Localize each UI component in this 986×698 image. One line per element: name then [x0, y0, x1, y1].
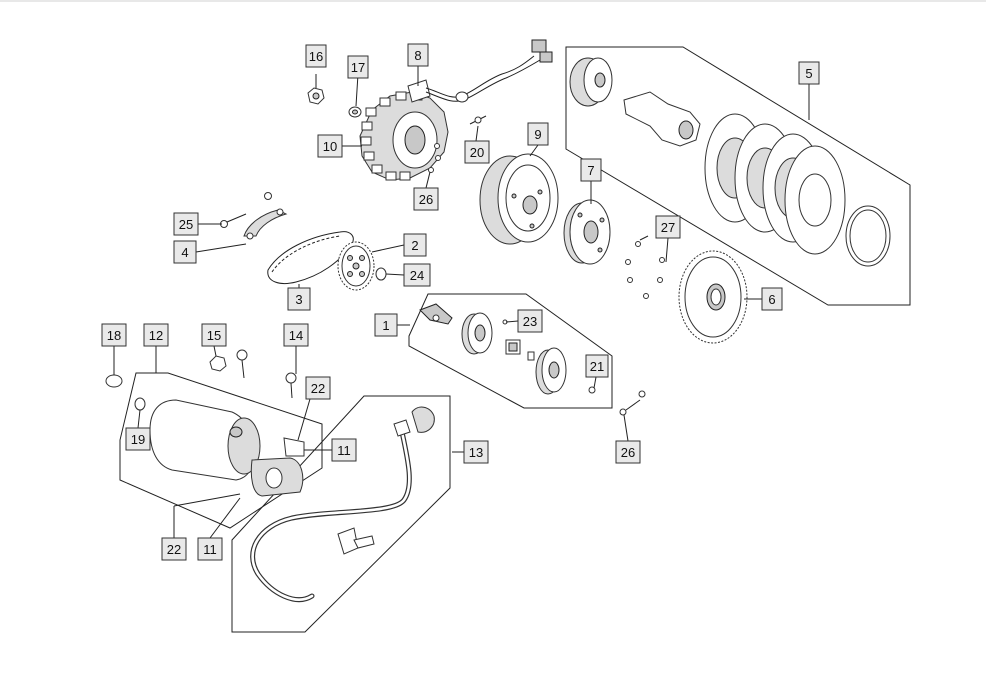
sprocket-part	[678, 250, 748, 344]
svg-text:16: 16	[309, 49, 323, 64]
callout-22-upper: 22	[305, 376, 331, 400]
svg-text:20: 20	[470, 145, 484, 160]
callout-5: 5	[798, 61, 820, 85]
callout-27: 27	[655, 215, 681, 239]
roller-part	[505, 339, 521, 355]
svg-text:5: 5	[805, 66, 812, 81]
callout-3: 3	[287, 287, 311, 311]
svg-text:2: 2	[411, 238, 418, 253]
screws-26-stator-part	[428, 143, 441, 173]
svg-text:11: 11	[203, 542, 217, 557]
key-part	[527, 351, 535, 361]
svg-text:13: 13	[469, 445, 483, 460]
starter-gear-part	[535, 347, 567, 395]
svg-text:15: 15	[207, 328, 221, 343]
callout-16: 16	[305, 44, 327, 68]
bolts-27-part	[625, 235, 665, 299]
starter-cable-part	[250, 406, 435, 603]
callout-2: 2	[403, 233, 427, 257]
svg-text:3: 3	[295, 292, 302, 307]
svg-text:1: 1	[382, 318, 389, 333]
callout-13: 13	[463, 440, 489, 464]
callout-17: 17	[347, 55, 369, 79]
callout-25: 25	[173, 212, 199, 236]
leader-lines	[113, 66, 810, 539]
svg-text:25: 25	[179, 217, 193, 232]
callout-11-upper: 11	[331, 438, 357, 462]
callout-26-upper: 26	[413, 187, 439, 211]
svg-text:8: 8	[414, 48, 421, 63]
svg-text:7: 7	[587, 163, 594, 178]
svg-text:21: 21	[590, 359, 604, 374]
washer-17-part	[348, 106, 362, 118]
svg-text:17: 17	[351, 60, 365, 75]
screws-26-lower-part	[619, 390, 646, 416]
callout-18: 18	[101, 323, 127, 347]
starter-clutch-part	[563, 199, 611, 265]
callout-26-lower: 26	[615, 440, 641, 464]
svg-text:22: 22	[167, 542, 181, 557]
starter-shaft-part	[419, 303, 453, 325]
group-outline-starter-motor	[119, 372, 323, 529]
svg-text:26: 26	[621, 445, 635, 460]
svg-text:26: 26	[419, 192, 433, 207]
svg-text:4: 4	[181, 245, 188, 260]
callout-20: 20	[464, 140, 490, 164]
callout-19: 19	[125, 427, 151, 451]
callout-14: 14	[283, 323, 309, 347]
bolt-14-part	[236, 349, 297, 399]
screw-21-part	[588, 386, 596, 394]
clutch-plates-part	[704, 113, 846, 255]
svg-text:22: 22	[311, 381, 325, 396]
callout-24: 24	[403, 263, 431, 287]
svg-text:24: 24	[410, 268, 424, 283]
starter-motor-part	[139, 399, 305, 497]
clutch-ring-part	[845, 205, 891, 267]
callout-15: 15	[201, 323, 227, 347]
clutch-shaft-part	[623, 91, 701, 147]
stator-part	[359, 91, 449, 181]
svg-text:23: 23	[523, 314, 537, 329]
callout-11-lower: 11	[197, 537, 223, 561]
callout-1: 1	[374, 313, 398, 337]
callout-9: 9	[527, 122, 549, 146]
callout-23: 23	[517, 309, 543, 333]
group-outline-starter-clutch	[408, 293, 613, 409]
svg-text:27: 27	[661, 220, 675, 235]
svg-text:9: 9	[534, 127, 541, 142]
starter-hub-part	[461, 312, 493, 355]
bolt-20-part	[469, 115, 487, 125]
svg-text:11: 11	[337, 443, 351, 458]
group-outline-clutch	[565, 46, 911, 306]
svg-text:14: 14	[289, 328, 303, 343]
callout-10: 10	[317, 134, 343, 158]
clutch-gear-part	[569, 57, 613, 107]
callout-7: 7	[580, 158, 602, 182]
washer-24-part	[375, 267, 387, 281]
callout-8: 8	[407, 43, 429, 67]
bolt-25-part	[220, 192, 272, 228]
callout-21: 21	[585, 354, 609, 378]
nut-15-part	[209, 355, 227, 372]
svg-text:19: 19	[131, 432, 145, 447]
flywheel-part	[479, 153, 559, 245]
group-outline-starter-cable	[231, 395, 451, 633]
svg-text:18: 18	[107, 328, 121, 343]
svg-text:10: 10	[323, 139, 337, 154]
svg-text:6: 6	[768, 292, 775, 307]
chain-guide-part	[243, 208, 288, 240]
callout-12: 12	[143, 323, 169, 347]
drive-gear-part	[337, 241, 375, 291]
callout-6: 6	[761, 287, 783, 311]
callout-22-lower: 22	[161, 537, 187, 561]
callout-4: 4	[173, 240, 197, 264]
o-ring-19-part	[134, 397, 146, 411]
svg-text:12: 12	[149, 328, 163, 343]
wiring-harness-part	[407, 39, 553, 103]
nut-16-part	[307, 87, 325, 105]
o-ring-18-part	[105, 374, 123, 388]
